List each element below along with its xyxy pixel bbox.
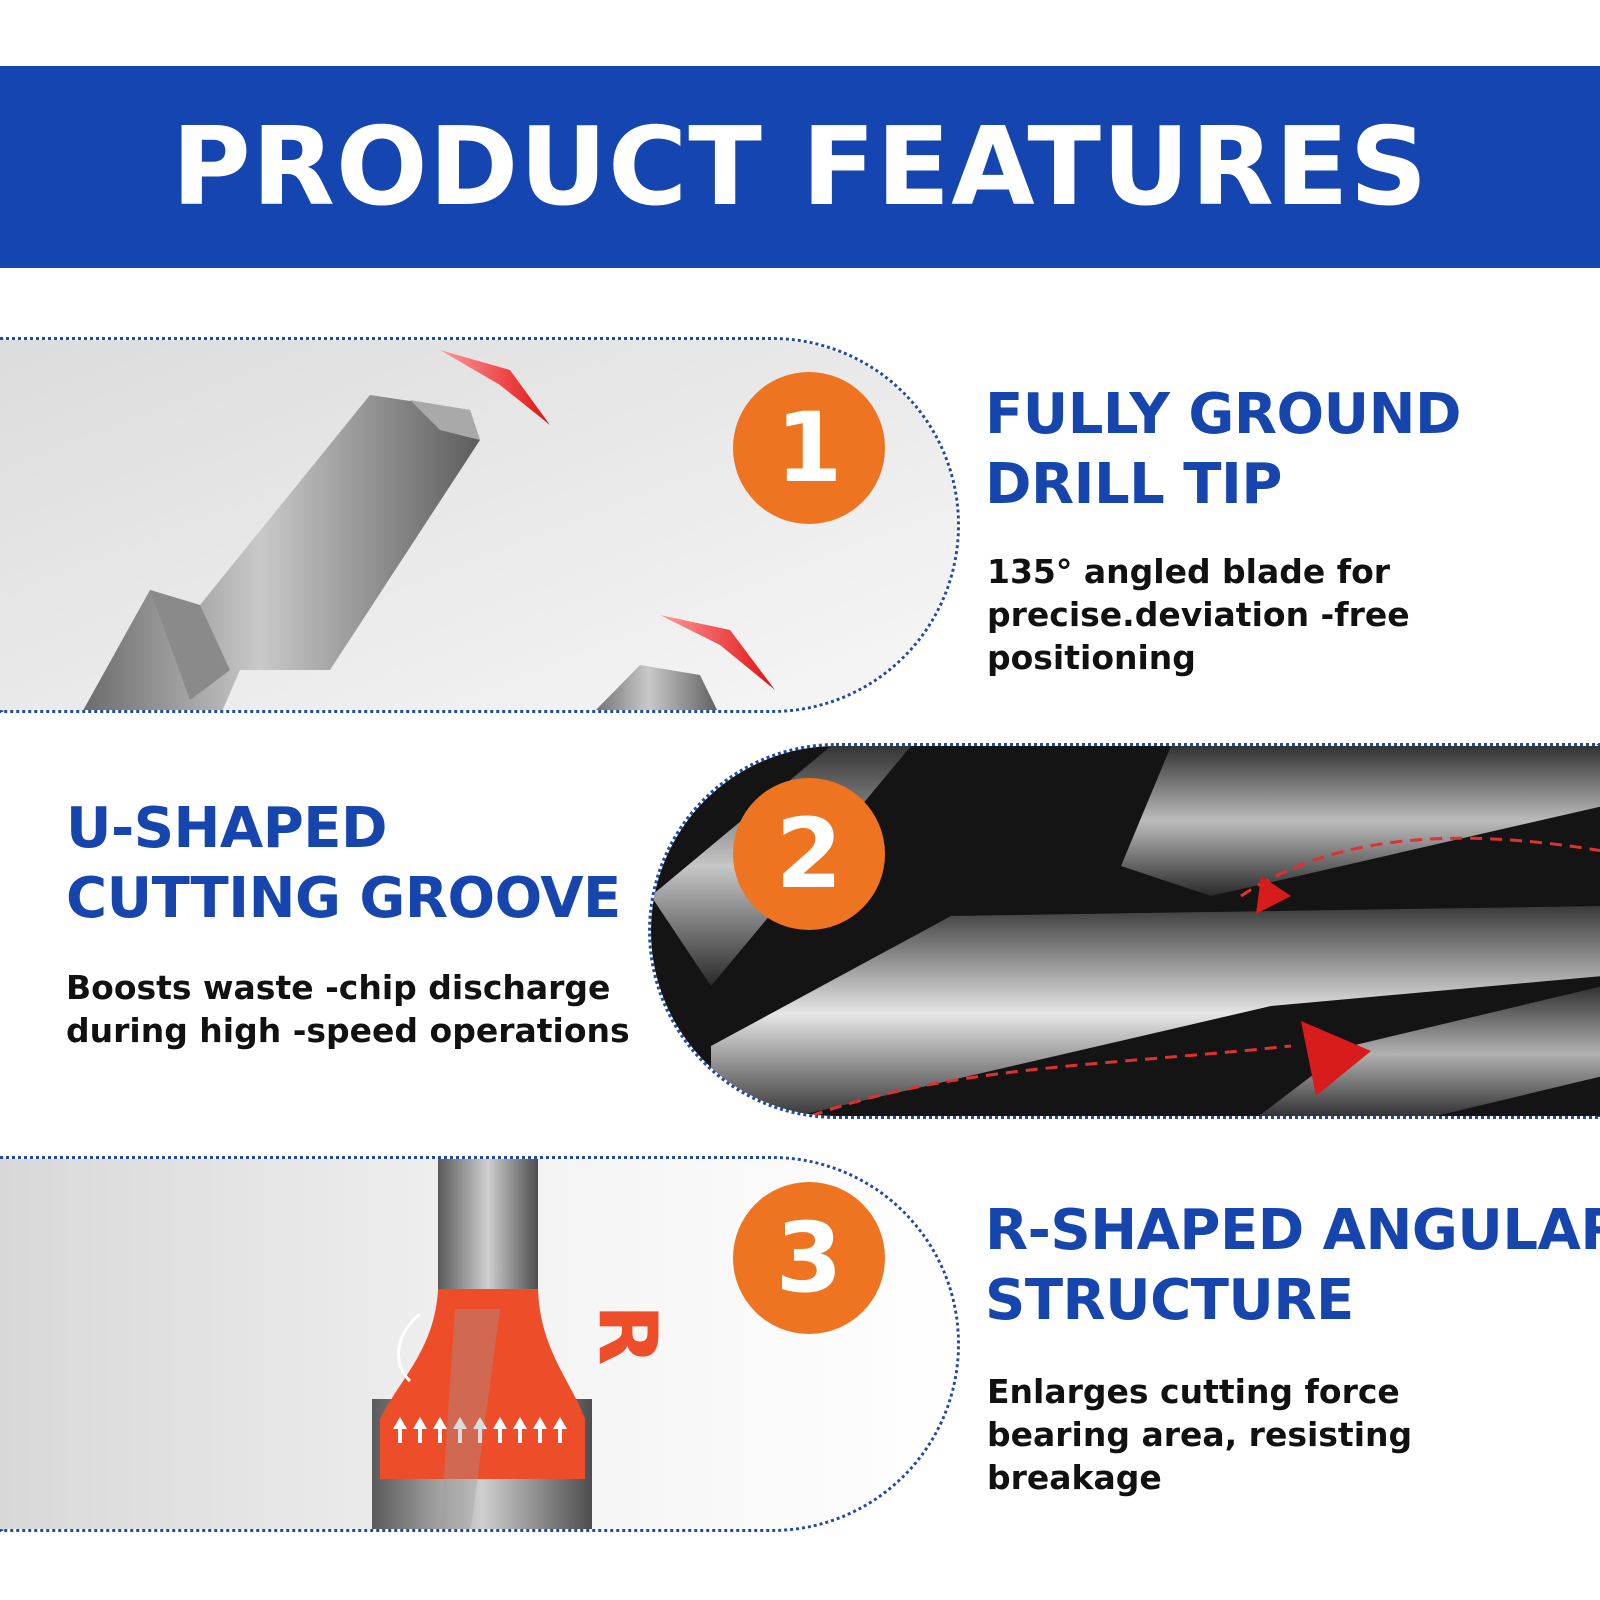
feature-1-description: 135° angled blade for precise.deviation … bbox=[987, 550, 1410, 679]
feature-1-desc-line-2: precise.deviation -free bbox=[987, 595, 1410, 634]
red-angle-marker bbox=[660, 615, 775, 690]
r-angle-highlight bbox=[380, 1289, 585, 1479]
feature-1-desc-line-3: positioning bbox=[987, 638, 1196, 677]
feature-3-description: Enlarges cutting force bearing area, res… bbox=[987, 1370, 1412, 1499]
feature-3-title: R-SHAPED ANGULAR STRUCTURE bbox=[985, 1196, 1600, 1336]
feature-1-desc-line-1: 135° angled blade for bbox=[987, 552, 1391, 591]
feature-2-desc-line-2: during high -speed operations bbox=[66, 1011, 630, 1050]
feature-2-title-line-1: U-SHAPED bbox=[66, 796, 388, 861]
feature-1-title-line-1: FULLY GROUND bbox=[985, 382, 1461, 447]
feature-3-desc-line-2: bearing area, resisting bbox=[987, 1415, 1413, 1454]
feature-3-desc-line-3: breakage bbox=[987, 1458, 1162, 1497]
feature-1-title: FULLY GROUND DRILL TIP bbox=[985, 380, 1461, 520]
feature-2-description: Boosts waste -chip discharge during high… bbox=[66, 966, 630, 1052]
r-letter-label: R bbox=[581, 1304, 674, 1366]
feature-2-title: U-SHAPED CUTTING GROOVE bbox=[66, 794, 621, 934]
feature-3-desc-line-1: Enlarges cutting force bbox=[987, 1372, 1400, 1411]
feature-1-title-line-2: DRILL TIP bbox=[985, 452, 1282, 517]
chip-flow-path bbox=[810, 1044, 1292, 1116]
feature-3-title-line-1: R-SHAPED ANGULAR bbox=[985, 1198, 1600, 1263]
feature-3-number-badge: 3 bbox=[733, 1182, 885, 1334]
feature-2-number-badge: 2 bbox=[733, 778, 885, 930]
feature-2-title-line-2: CUTTING GROOVE bbox=[66, 866, 621, 931]
page-title: PRODUCT FEATURES bbox=[171, 104, 1429, 230]
chip-flow-arrow bbox=[1301, 1021, 1371, 1096]
header-banner: PRODUCT FEATURES bbox=[0, 66, 1600, 268]
chip-flow-path bbox=[1240, 836, 1600, 898]
feature-1-number-badge: 1 bbox=[733, 372, 885, 524]
drill-flute-shape bbox=[711, 906, 1600, 1116]
feature-3-title-line-2: STRUCTURE bbox=[985, 1268, 1354, 1333]
feature-2-desc-line-1: Boosts waste -chip discharge bbox=[66, 968, 611, 1007]
force-arrows bbox=[393, 1417, 567, 1443]
